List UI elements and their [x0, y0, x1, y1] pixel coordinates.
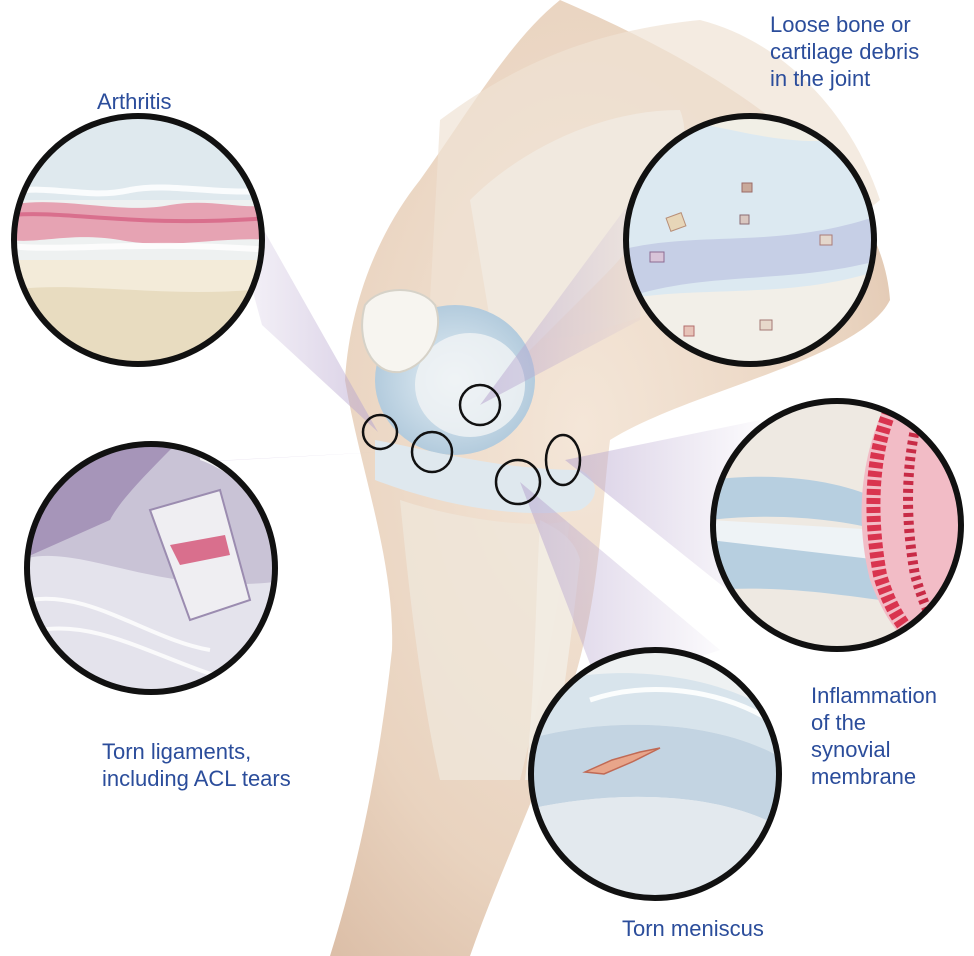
- loose-debris-label: Loose bone or cartilage debris in the jo…: [770, 11, 919, 92]
- arthritis-label: Arthritis: [97, 88, 172, 115]
- torn-ligaments-label: Torn ligaments, including ACL tears: [102, 738, 291, 792]
- ligament-callout-image: [20, 440, 290, 700]
- inflammation-label: Inflammation of the synovial membrane: [811, 682, 937, 790]
- arthritis-callout-image: [10, 110, 270, 370]
- synovial-callout-image: [710, 400, 970, 660]
- torn-meniscus-label: Torn meniscus: [622, 915, 764, 942]
